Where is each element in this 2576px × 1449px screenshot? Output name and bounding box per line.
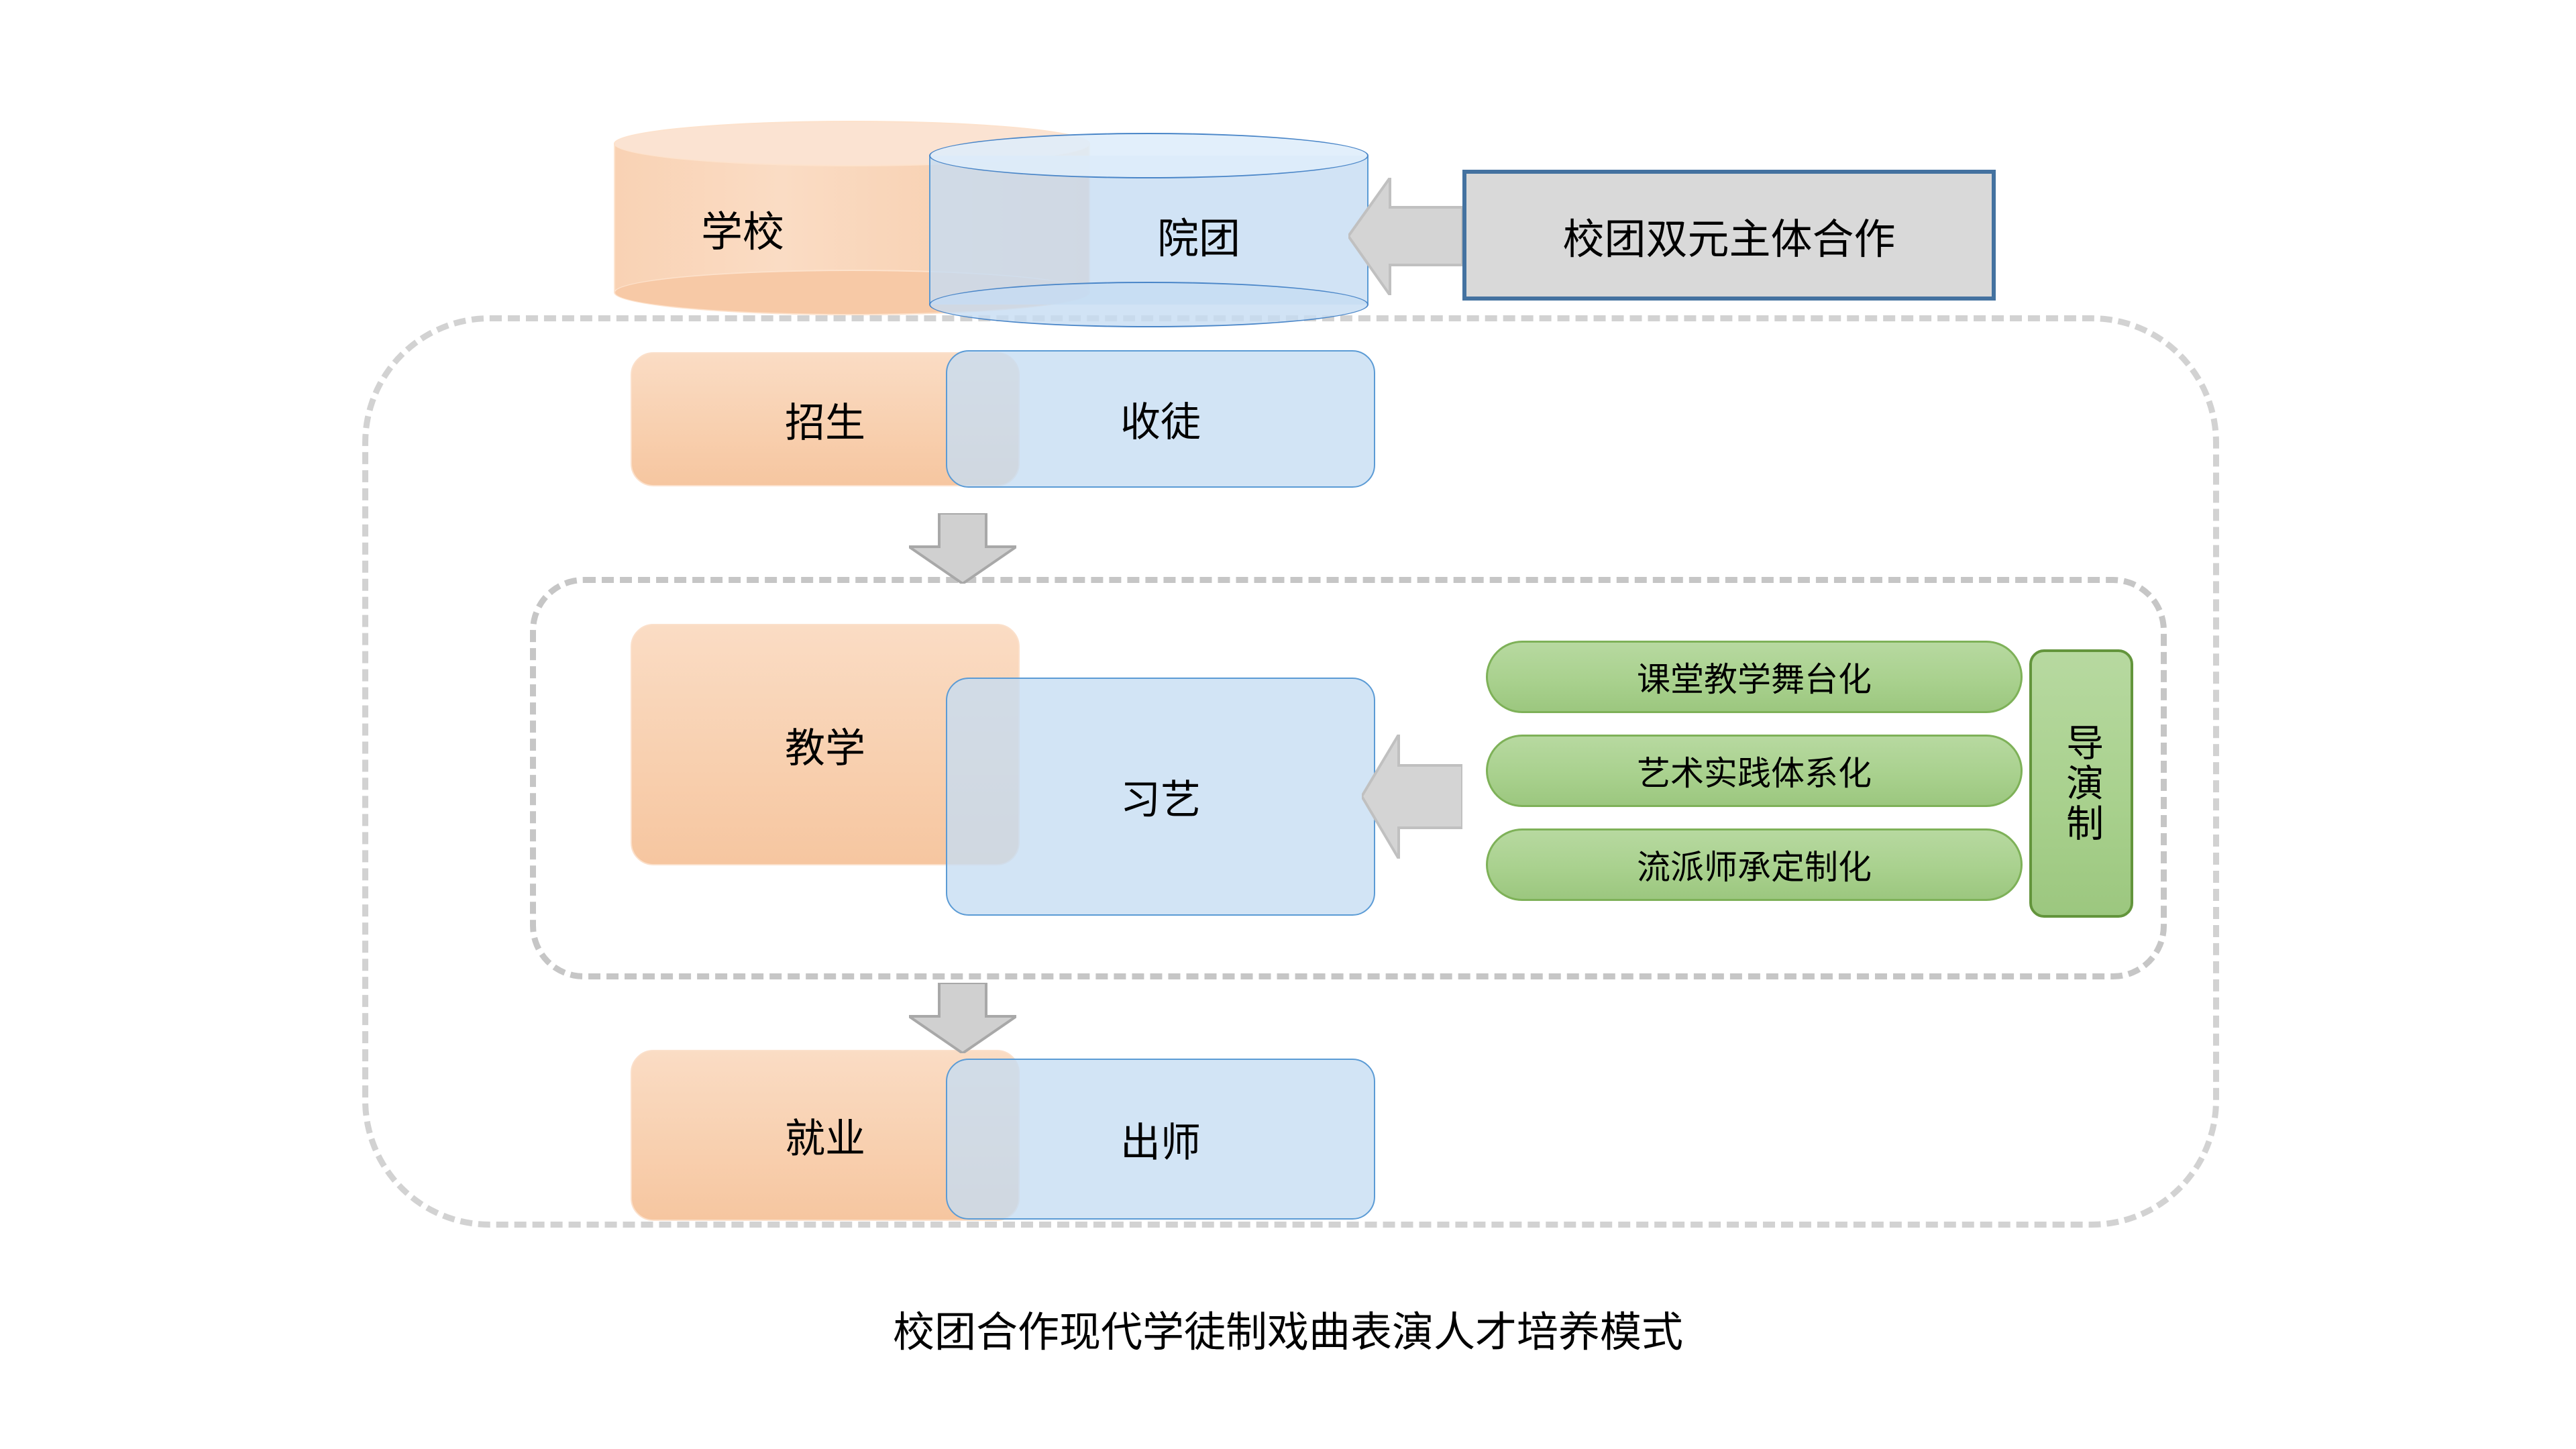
stage-3-troupe-block: 出师 [946, 1059, 1375, 1220]
feature-pill-1-label: 课堂教学舞台化 [1637, 660, 1872, 699]
troupe-cylinder [929, 133, 1368, 327]
left-arrow-icon [1362, 735, 1462, 859]
troupe-cylinder-body [929, 156, 1368, 305]
diagram-caption: 校团合作现代学徒制戏曲表演人才培养模式 [892, 1307, 1683, 1356]
cooperation-callout-label: 校团双元主体合作 [1562, 214, 1896, 264]
stage-2-school-label: 教学 [785, 724, 865, 772]
troupe-cylinder-bottom [929, 282, 1368, 327]
director-system-badge-label: 导演制 [2059, 723, 2104, 844]
stage-1-troupe-label: 收徒 [1120, 399, 1201, 446]
school-cylinder-label: 学校 [701, 207, 785, 256]
stage-1-school-label: 招生 [785, 399, 865, 447]
stage-2-troupe-block: 习艺 [946, 678, 1375, 916]
stage-3-school-label: 就业 [785, 1116, 865, 1163]
stage-3-troupe-label: 出师 [1120, 1119, 1201, 1167]
down-arrow-icon [909, 513, 1016, 584]
inner-dashed-boundary [530, 577, 2167, 979]
left-arrow-icon [1348, 178, 1462, 295]
feature-pill-3: 流派师承定制化 [1486, 828, 2023, 901]
down-arrow-icon [909, 983, 1016, 1053]
feature-pill-2-label: 艺术实践体系化 [1637, 754, 1872, 793]
director-system-badge: 导演制 [2029, 649, 2133, 918]
stage-2-troupe-label: 习艺 [1120, 777, 1201, 824]
troupe-cylinder-top [929, 133, 1368, 178]
feature-pill-1: 课堂教学舞台化 [1486, 641, 2023, 713]
cooperation-callout-box: 校团双元主体合作 [1462, 170, 1996, 301]
feature-pill-2: 艺术实践体系化 [1486, 735, 2023, 807]
stage-1-troupe-block: 收徒 [946, 350, 1375, 488]
troupe-cylinder-label: 院团 [1157, 214, 1241, 263]
feature-pill-3-label: 流派师承定制化 [1637, 848, 1872, 887]
